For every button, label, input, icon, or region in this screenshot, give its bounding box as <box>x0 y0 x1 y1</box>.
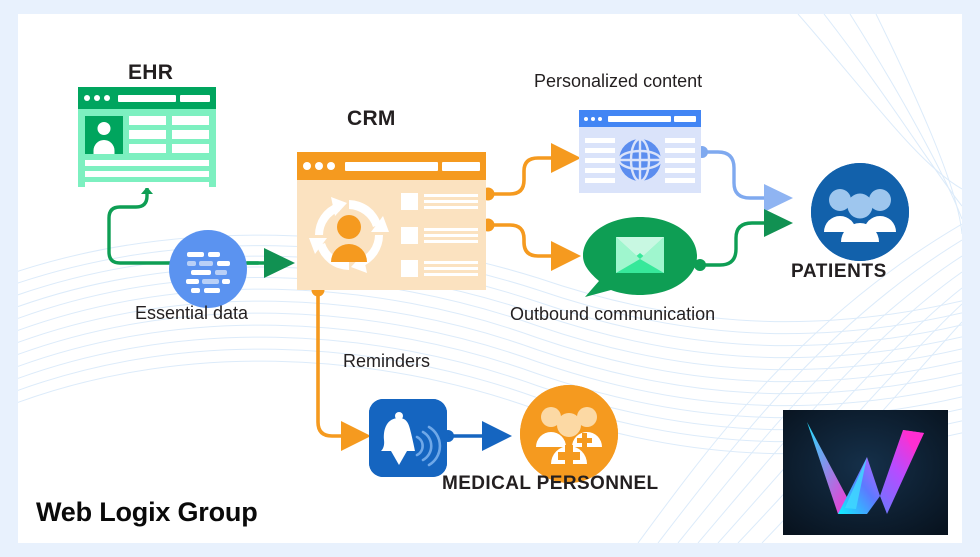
ehr-window-icon <box>78 87 216 188</box>
window-head-bar <box>180 94 210 102</box>
medical-staff-icon <box>520 385 618 483</box>
window-dot <box>315 162 323 170</box>
window-head-bar <box>442 161 480 171</box>
window-dot <box>584 116 588 121</box>
crm-window-icon <box>297 152 486 290</box>
ehr-patient-avatar-icon <box>85 116 123 154</box>
window-dot <box>598 116 602 121</box>
window-dot <box>94 95 100 101</box>
email-bubble-icon <box>579 215 701 299</box>
window-dot <box>84 95 90 101</box>
content-lines-left <box>585 137 615 183</box>
crm-list-item <box>401 226 478 244</box>
globe-window-icon <box>579 110 701 193</box>
diagram-canvas: EHR Essential da <box>18 14 962 543</box>
crm-checkbox <box>401 226 418 244</box>
medical-personnel-label: MEDICAL PERSONNEL <box>442 473 659 494</box>
window-dot <box>104 95 110 101</box>
outbound-communication-label: Outbound communication <box>510 304 716 324</box>
globe-icon <box>617 137 663 183</box>
window-head-bar <box>674 115 696 122</box>
window-dot <box>591 116 595 121</box>
crm-checkbox <box>401 260 418 277</box>
reminders-label: Reminders <box>343 351 431 371</box>
content-lines-right <box>665 137 695 183</box>
ehr-label: EHR <box>128 61 174 84</box>
brand-title: Web Logix Group <box>36 497 258 527</box>
crm-window-body <box>297 180 486 290</box>
window-address-bar <box>608 115 671 122</box>
web-logix-w-logo <box>783 410 948 535</box>
crm-sync-user-icon <box>305 190 393 280</box>
window-address-bar <box>118 94 176 102</box>
crm-list-item <box>401 260 478 277</box>
window-dot <box>327 162 335 170</box>
personalized-content-label: Personalized content <box>534 71 703 91</box>
data-list-icon <box>169 230 247 308</box>
patients-label: PATIENTS <box>791 261 887 282</box>
ehr-window-body <box>78 109 216 188</box>
bell-notification-icon <box>369 399 447 477</box>
window-dot <box>303 162 311 170</box>
essential-data-label: Essential data <box>135 303 249 323</box>
crm-label: CRM <box>347 107 396 130</box>
crm-list-item <box>401 193 478 210</box>
crm-checkbox <box>401 193 418 210</box>
window-address-bar <box>345 161 438 171</box>
people-group-icon <box>811 163 909 261</box>
